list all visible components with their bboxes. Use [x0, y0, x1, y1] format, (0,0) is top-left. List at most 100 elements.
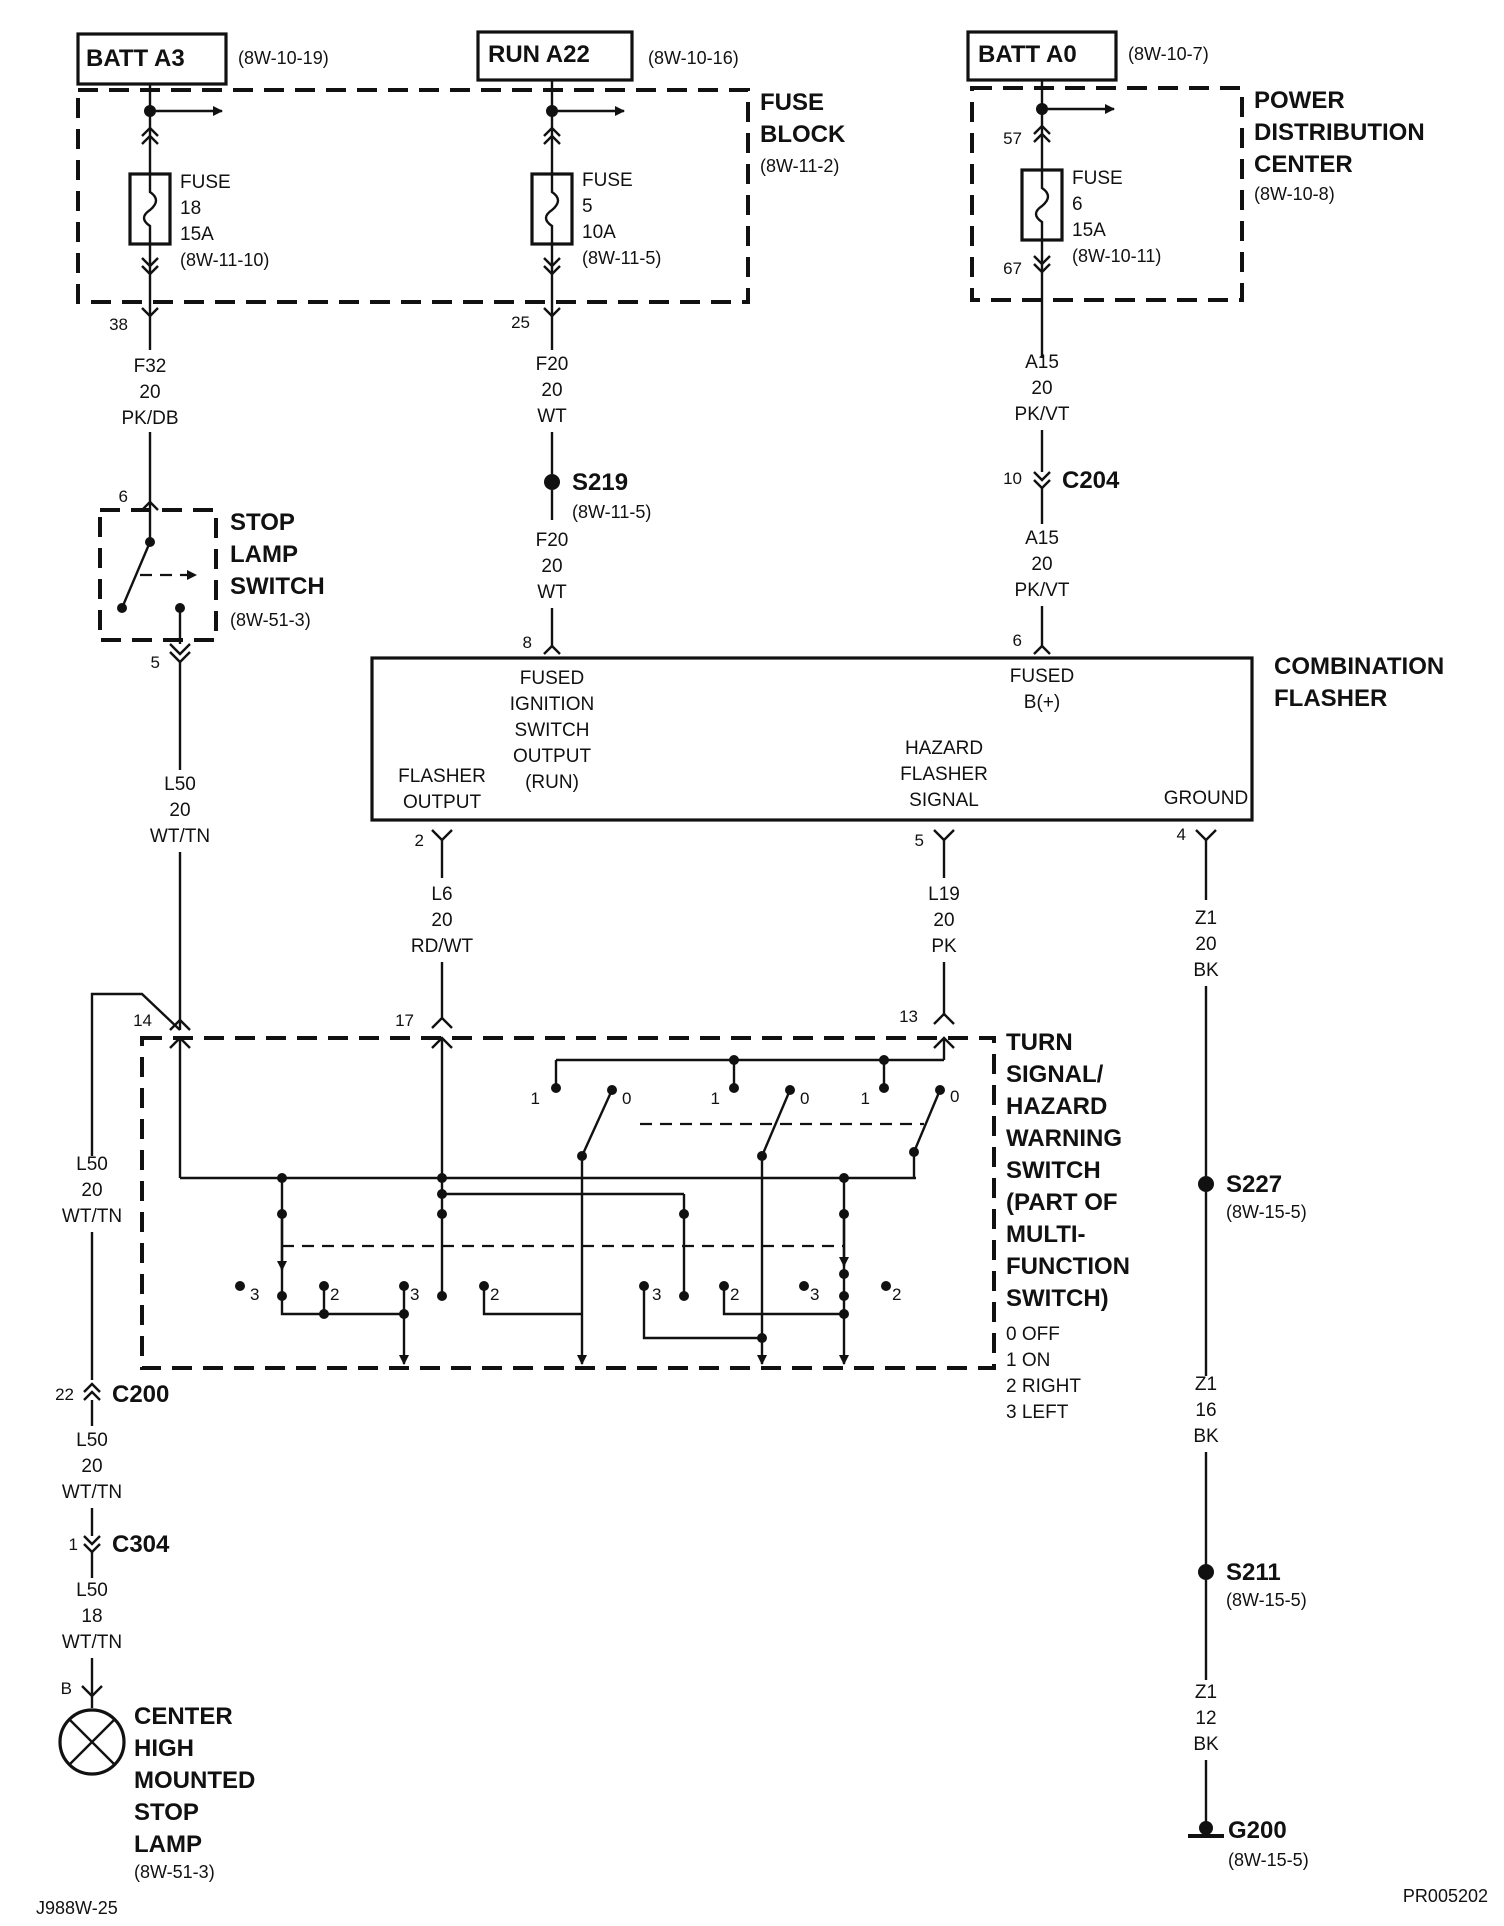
fuse-ref: (8W-11-5)	[582, 248, 661, 268]
stop-lamp-switch: 6 5 STOP LAMP SWITCH (8W-51-3)	[98, 487, 325, 672]
wire-color: BK	[1193, 1734, 1219, 1755]
power-distribution-center: POWER DISTRIBUTION CENTER (8W-10-8)	[970, 86, 1425, 302]
fuse-5: FUSE 5 10A (8W-11-5) 25	[511, 80, 661, 332]
fuse-rating: 15A	[1072, 220, 1106, 241]
pin-number: B	[61, 1679, 72, 1698]
flasher-haz-1: HAZARD	[905, 738, 983, 759]
switch-title-3: HAZARD	[1006, 1093, 1107, 1120]
switch-title-2: SIGNAL/	[1006, 1061, 1104, 1088]
wire-gauge: 20	[81, 1180, 102, 1201]
pos-label: 0	[622, 1089, 631, 1108]
wire-l50-lower: L50 20 WT/TN 22 C200 L50 20 WT/TN 1 C304…	[55, 992, 181, 1708]
wire-color: PK/DB	[121, 408, 178, 429]
wire-z1: 4 Z1 20 BK S227 (8W-15-5) Z1 16 BK S211 …	[1177, 825, 1307, 1822]
wire-circuit: L50	[76, 1154, 108, 1175]
fuse-block-title-2: BLOCK	[760, 121, 846, 148]
wire-color: WT	[537, 582, 567, 603]
flasher-out-1: FLASHER	[398, 766, 486, 787]
wire-circuit: F20	[536, 530, 569, 551]
ground-name: G200	[1228, 1817, 1287, 1844]
wire-color: RD/WT	[411, 936, 474, 957]
fuse-number: 18	[180, 198, 201, 219]
wire-gauge: 20	[81, 1456, 102, 1477]
splice-name: S211	[1226, 1559, 1281, 1586]
flasher-ign-4: OUTPUT	[513, 746, 592, 767]
switch-title-5: SWITCH	[1006, 1157, 1101, 1184]
fuse-label: FUSE	[180, 172, 231, 193]
pin-number: 5	[151, 653, 160, 672]
wire-circuit: A15	[1025, 528, 1059, 549]
pos-label: 2	[730, 1285, 739, 1304]
pin-number: 4	[1177, 825, 1186, 844]
switch-title-1: TURN	[1006, 1029, 1073, 1056]
flasher-gnd: GROUND	[1164, 788, 1248, 809]
source-ref: (8W-10-19)	[238, 48, 329, 68]
connector-name: C204	[1062, 467, 1120, 494]
wire-gauge: 20	[933, 910, 954, 931]
wire-color: WT/TN	[62, 1482, 122, 1503]
wire-circuit: L50	[76, 1430, 108, 1451]
switch-title-7: MULTI-	[1006, 1221, 1086, 1248]
wire-gauge: 12	[1195, 1708, 1216, 1729]
ground-g200: G200 (8W-15-5)	[1188, 1817, 1309, 1870]
splice-name: S219	[572, 469, 628, 496]
source-name: RUN A22	[488, 41, 590, 68]
fuse-label: FUSE	[1072, 168, 1123, 189]
wire-gauge: 18	[81, 1606, 102, 1627]
wire-gauge: 20	[1195, 934, 1216, 955]
pos-label: 0	[800, 1089, 809, 1108]
wire-color: WT/TN	[62, 1206, 122, 1227]
wire-circuit: L6	[431, 884, 452, 905]
pin-number: 25	[511, 313, 530, 332]
pin-number: 6	[1013, 631, 1022, 650]
lamp-title-3: MOUNTED	[134, 1767, 255, 1794]
pdc-title-1: POWER	[1254, 87, 1345, 114]
turn-signal-hazard-switch: 14 1 0 1 0 1 0	[133, 1011, 1130, 1423]
wire-gauge: 20	[1031, 554, 1052, 575]
pos-label: 1	[861, 1089, 870, 1108]
lamp-title-2: HIGH	[134, 1735, 194, 1762]
flasher-ign-2: IGNITION	[510, 694, 594, 715]
lamp-ref: (8W-51-3)	[134, 1862, 215, 1882]
combination-flasher: COMBINATION FLASHER FUSED IGNITION SWITC…	[370, 653, 1444, 822]
wire-gauge: 20	[139, 382, 160, 403]
pin-number: 38	[109, 315, 128, 334]
pdc-title-3: CENTER	[1254, 151, 1353, 178]
pdc-ref: (8W-10-8)	[1254, 184, 1335, 204]
source-batt-a0: BATT A0 (8W-10-7)	[966, 30, 1209, 82]
stop-switch-title-2: LAMP	[230, 541, 298, 568]
pos-label: 3	[652, 1285, 661, 1304]
fuse-block-ref: (8W-11-2)	[760, 156, 839, 176]
connector-name: C200	[112, 1381, 169, 1408]
wire-circuit: F32	[134, 356, 167, 377]
switch-title-8: FUNCTION	[1006, 1253, 1130, 1280]
pos-label: 3	[410, 1285, 419, 1304]
stop-switch-title-3: SWITCH	[230, 573, 325, 600]
flasher-ign-1: FUSED	[520, 668, 584, 689]
flasher-haz-3: SIGNAL	[909, 790, 979, 811]
fuse-rating: 15A	[180, 224, 214, 245]
stop-switch-title-1: STOP	[230, 509, 295, 536]
fuse-ref: (8W-10-11)	[1072, 246, 1161, 266]
lamp-title-1: CENTER	[134, 1703, 233, 1730]
splice-ref: (8W-11-5)	[572, 502, 651, 522]
splice-ref: (8W-15-5)	[1226, 1202, 1307, 1222]
wire-gauge: 20	[1031, 378, 1052, 399]
wire-color: BK	[1193, 960, 1219, 981]
switch-legend-right: 2 RIGHT	[1006, 1376, 1081, 1397]
switch-title-6: (PART OF	[1006, 1189, 1118, 1216]
figure-id: J988W-25	[36, 1898, 118, 1918]
wire-color: WT	[537, 406, 567, 427]
wire-gauge: 20	[541, 556, 562, 577]
wire-circuit: Z1	[1195, 1374, 1217, 1395]
wire-l6: 2 L6 20 RD/WT 17	[395, 829, 474, 1030]
wire-color: WT/TN	[62, 1632, 122, 1653]
wire-f32: F32 20 PK/DB	[121, 316, 179, 502]
pin-number: 10	[1003, 469, 1022, 488]
chmsl-lamp: CENTER HIGH MOUNTED STOP LAMP (8W-51-3)	[58, 1703, 255, 1882]
source-ref: (8W-10-16)	[648, 48, 739, 68]
wire-f20: F20 20 WT S219 (8W-11-5) F20 20 WT 8	[523, 316, 651, 655]
pos-label: 1	[531, 1089, 540, 1108]
fuse-6: FUSE 6 15A (8W-10-11) 57 67	[1003, 80, 1161, 358]
